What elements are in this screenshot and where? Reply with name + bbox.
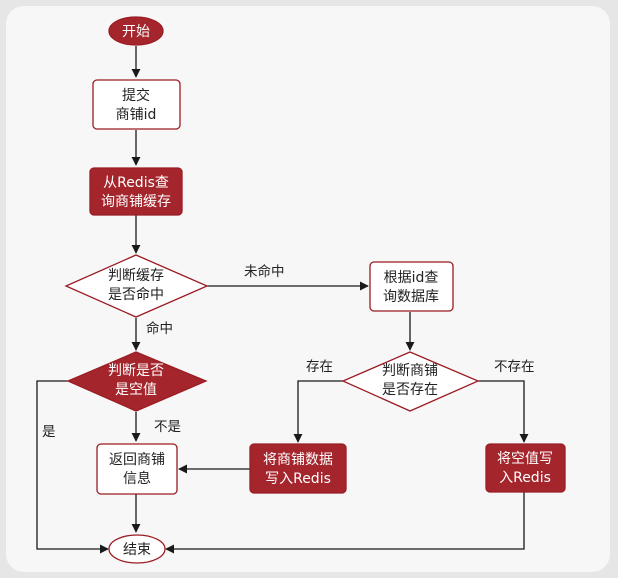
edge-not-exists — [478, 380, 529, 443]
query-db-line-2: 询数据库 — [383, 289, 439, 305]
edge-null-end — [165, 492, 525, 554]
check-cache-line-2: 是否命中 — [108, 286, 164, 303]
check-empty-line-2: 是空值 — [115, 382, 157, 398]
edge-label-yes: 是 — [42, 424, 56, 440]
check-shop-decision: 判断商铺 是否存在 — [341, 351, 480, 412]
write-null-node: 将空值写 入Redis — [485, 443, 566, 493]
edge-label-not-exists: 不存在 — [494, 359, 535, 375]
query-db-node: 根据id查 询数据库 — [369, 261, 454, 312]
submit-line-2: 商铺id — [116, 107, 157, 123]
return-info-line-1: 返回商铺 — [109, 452, 165, 468]
return-info-line-2: 信息 — [123, 470, 151, 487]
edge-label-exists: 存在 — [306, 359, 333, 375]
end-label: 结束 — [123, 542, 151, 558]
edge-label-miss: 未命中 — [244, 263, 285, 280]
query-db-line-1: 根据id查 — [384, 270, 439, 286]
connectors — [36, 46, 529, 554]
query-redis-line-1: 从Redis查 — [103, 175, 169, 191]
check-shop-line-2: 是否存在 — [382, 382, 438, 398]
end-node: 结束 — [108, 534, 166, 564]
check-cache-decision: 判断缓存 是否命中 — [64, 254, 209, 318]
start-label: 开始 — [122, 24, 150, 40]
submit-line-1: 提交 — [122, 87, 150, 104]
query-redis-node: 从Redis查 询商铺缓存 — [89, 167, 183, 216]
edge-is-empty — [36, 380, 109, 554]
write-redis-line-2: 写入Redis — [265, 471, 331, 487]
check-cache-line-1: 判断缓存 — [108, 268, 164, 284]
return-info-node: 返回商铺 信息 — [96, 443, 178, 495]
write-redis-node: 将商铺数据 写入Redis — [249, 443, 347, 494]
edge-exists — [293, 380, 343, 443]
write-null-line-2: 入Redis — [499, 470, 551, 486]
edge-label-hit: 命中 — [146, 320, 173, 337]
check-empty-line-1: 判断是否 — [108, 363, 164, 379]
check-shop-line-1: 判断商铺 — [382, 363, 438, 379]
write-redis-line-1: 将商铺数据 — [263, 452, 333, 468]
check-empty-decision: 判断是否 是空值 — [66, 351, 208, 412]
start-node: 开始 — [108, 16, 164, 46]
submit-shop-id-node: 提交 商铺id — [92, 79, 181, 130]
edge-label-not: 不是 — [154, 419, 181, 435]
write-null-line-1: 将空值写 — [497, 451, 553, 467]
query-redis-line-2: 询商铺缓存 — [101, 194, 171, 210]
